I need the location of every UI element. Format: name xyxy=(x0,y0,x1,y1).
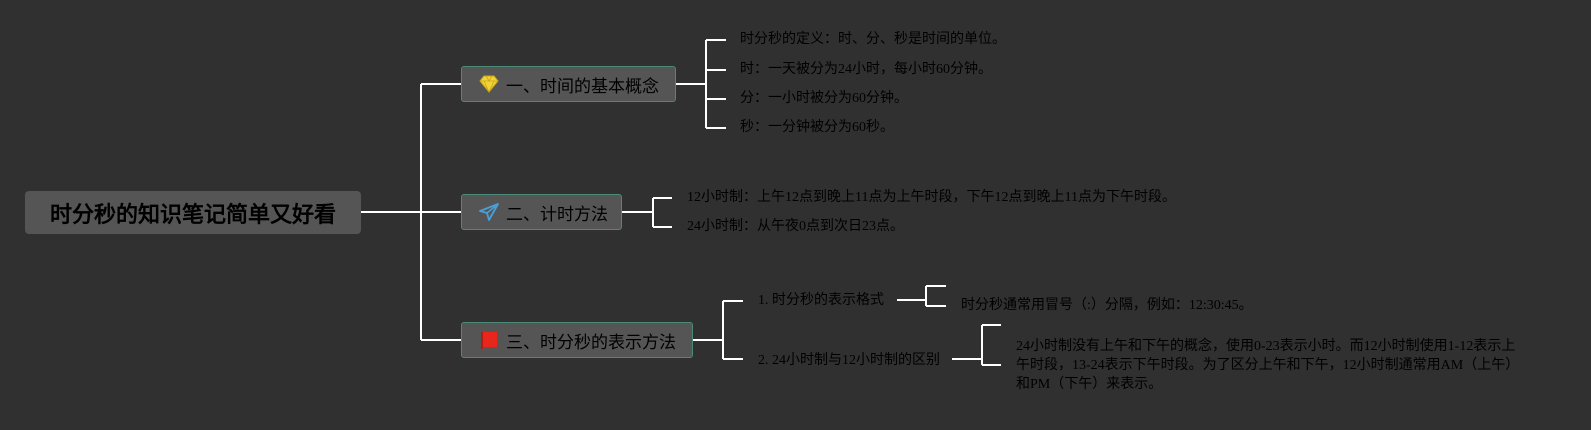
leaf-item[interactable]: 秒：一分钟被分为60秒。 xyxy=(740,120,894,135)
detail-format[interactable]: 时分秒通常用冒号（:）分隔，例如：12:30:45。 xyxy=(961,298,1253,313)
leaf-item[interactable]: 时：一天被分为24小时，每小时60分钟。 xyxy=(740,62,992,77)
connector-topic2-items xyxy=(622,197,672,228)
leaf-item[interactable]: 时分秒的定义：时、分、秒是时间的单位。 xyxy=(740,32,1006,47)
flag-icon xyxy=(478,329,500,351)
leaf-item[interactable]: 24小时制：从午夜0点到次日23点。 xyxy=(687,219,904,234)
leaf-item[interactable]: 12小时制：上午12点到晚上11点为上午时段，下午12点到晚上11点为下午时段。 xyxy=(687,190,1176,205)
connector-subtopic1-detail xyxy=(897,285,946,307)
connector-topic1-items xyxy=(676,39,726,129)
topic-representation-methods[interactable]: 三、时分秒的表示方法 xyxy=(461,322,693,358)
paper-plane-icon xyxy=(478,201,500,223)
topic-label: 二、计时方法 xyxy=(506,204,608,225)
diamond-icon xyxy=(478,73,500,95)
detail-24h-vs-12h[interactable]: 24小时制没有上午和下午的概念，使用0-23表示小时。而12小时制使用1-12表… xyxy=(1016,339,1516,392)
connector-subtopic2-detail xyxy=(952,324,1001,366)
topic-timekeeping-methods[interactable]: 二、计时方法 xyxy=(461,194,622,230)
root-node[interactable]: 时分秒的知识笔记简单又好看 xyxy=(25,191,361,234)
root-node-label: 时分秒的知识笔记简单又好看 xyxy=(49,202,336,228)
topic-label: 三、时分秒的表示方法 xyxy=(506,332,676,353)
topic-basic-concepts[interactable]: 一、时间的基本概念 xyxy=(461,66,676,102)
connector-topic3-subtopics xyxy=(693,300,743,360)
subtopic-24h-vs-12h[interactable]: 2. 24小时制与12小时制的区别 xyxy=(758,353,940,368)
subtopic-format[interactable]: 1. 时分秒的表示格式 xyxy=(758,293,884,308)
topic-label: 一、时间的基本概念 xyxy=(506,76,659,97)
connector-root-spine xyxy=(361,84,422,340)
leaf-item[interactable]: 分：一小时被分为60分钟。 xyxy=(740,91,908,106)
